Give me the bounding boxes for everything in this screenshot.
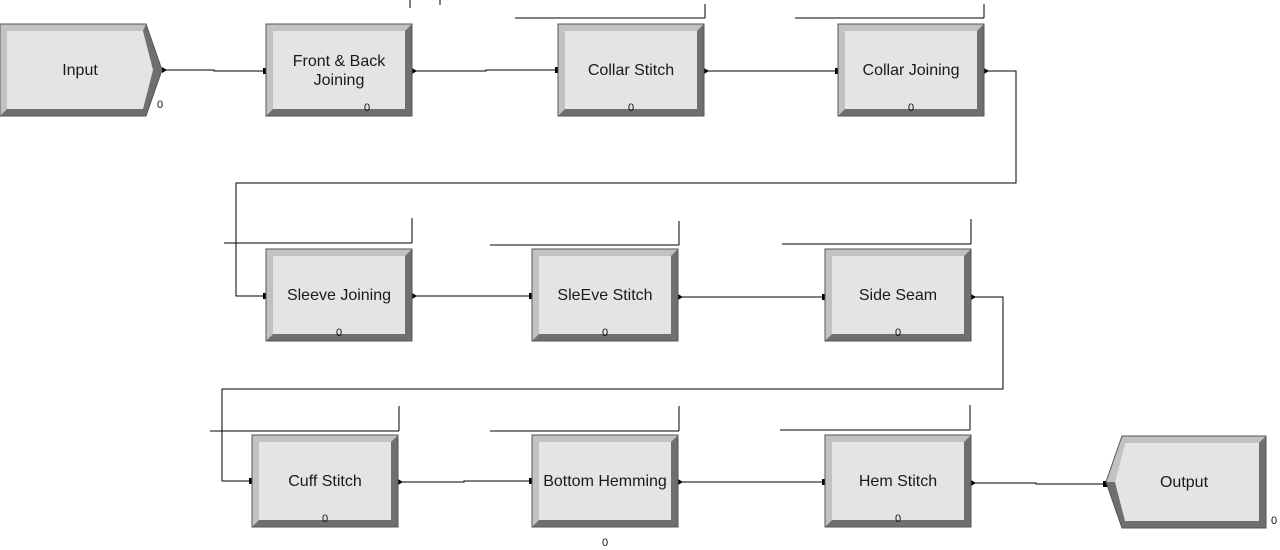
process-label: Collar Joining — [863, 62, 960, 79]
process-sleeve-stitch[interactable]: SleEve Stitch 0 — [531, 248, 679, 342]
connector-line[interactable] — [221, 296, 1004, 482]
process-label: Front & Back — [293, 53, 386, 70]
process-label: Sleeve Joining — [287, 287, 391, 304]
queue-line — [780, 405, 971, 431]
process-label: Joining — [314, 72, 365, 89]
process-label: Cuff Stitch — [288, 473, 362, 490]
connector-line[interactable] — [164, 69, 266, 72]
input-counter: 0 — [157, 99, 163, 111]
process-counter: 0 — [908, 102, 914, 114]
process-counter: 0 — [602, 327, 608, 339]
process-label: Side Seam — [859, 287, 937, 304]
process-counter: 0 — [628, 102, 634, 114]
queue-line — [490, 406, 680, 432]
process-label: SleEve Stitch — [557, 287, 652, 304]
exit-point-icon[interactable] — [678, 294, 683, 300]
input-label: Input — [62, 62, 98, 79]
connector-line[interactable] — [971, 482, 1106, 485]
process-cuff-stitch[interactable]: Cuff Stitch 0 — [251, 434, 399, 528]
queue-line — [224, 218, 413, 244]
process-counter: 0 — [895, 513, 901, 525]
output-label: Output — [1160, 474, 1209, 491]
process-counter: 0 — [364, 102, 370, 114]
process-label: Collar Stitch — [588, 62, 674, 79]
output-counter: 0 — [1271, 515, 1277, 527]
process-counter: 0 — [895, 327, 901, 339]
queue-line — [210, 406, 400, 432]
connection-port[interactable] — [1103, 481, 1109, 487]
process-label: Hem Stitch — [859, 473, 937, 490]
process-side-seam[interactable]: Side Seam 0 — [824, 248, 972, 342]
queue-line — [515, 4, 706, 19]
exit-point-icon[interactable] — [412, 68, 417, 74]
process-hem-stitch[interactable]: Hem Stitch 0 — [824, 434, 972, 528]
process-sleeve-joining[interactable]: Sleeve Joining 0 — [265, 248, 413, 342]
exit-point-icon[interactable] — [971, 294, 976, 300]
exit-point-icon[interactable] — [162, 67, 167, 73]
exit-point-icon[interactable] — [971, 480, 976, 486]
exit-point-icon[interactable] — [704, 68, 709, 74]
queue-lines — [210, 0, 985, 432]
exit-point-icon[interactable] — [412, 293, 417, 299]
queue-line — [490, 221, 680, 246]
queue-line — [795, 4, 985, 19]
exit-point-icon[interactable] — [678, 479, 683, 485]
exit-point-icon[interactable] — [398, 479, 403, 485]
process-counter: 0 — [602, 537, 608, 549]
queue-line — [409, 0, 441, 8]
connector-line[interactable] — [235, 70, 1017, 297]
connector-line[interactable] — [412, 69, 558, 72]
process-collar-stitch[interactable]: Collar Stitch 0 — [557, 23, 705, 117]
output-sink[interactable]: Output 0 — [1105, 435, 1277, 529]
process-bottom-hemming[interactable]: Bottom Hemming 0 — [531, 434, 679, 549]
queue-line — [782, 219, 972, 245]
connector-line[interactable] — [398, 480, 532, 483]
process-counter: 0 — [336, 327, 342, 339]
process-label: Bottom Hemming — [543, 473, 667, 490]
input-source[interactable]: Input 0 — [0, 23, 163, 117]
process-counter: 0 — [322, 513, 328, 525]
exit-point-icon[interactable] — [984, 68, 989, 74]
process-collar-joining[interactable]: Collar Joining 0 — [837, 23, 985, 117]
